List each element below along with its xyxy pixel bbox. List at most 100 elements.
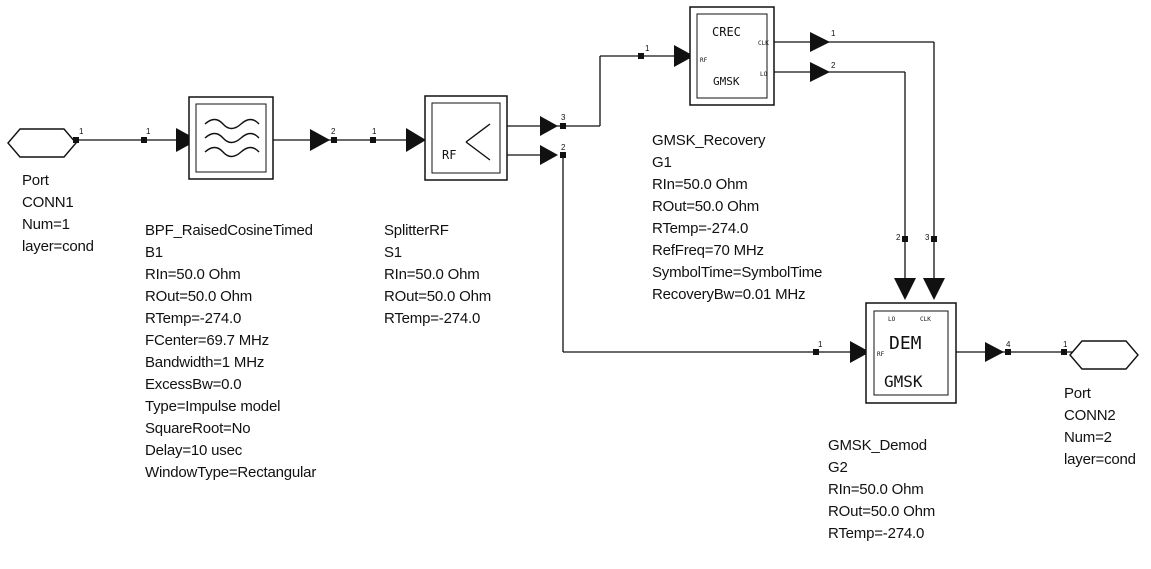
label-line: B1 [145, 244, 163, 261]
port-conn2-symbol[interactable] [1069, 340, 1139, 370]
label-line: GMSK_Demod [828, 437, 927, 454]
pin-node [1061, 349, 1067, 355]
label-line: WindowType=Rectangular [145, 464, 317, 481]
pin-node [813, 349, 819, 355]
pin-node [1005, 349, 1011, 355]
filter-wave-icon [204, 118, 260, 130]
splitter-block[interactable] [424, 95, 508, 181]
label-line: CONN1 [22, 194, 74, 211]
demod-pin-rf: RF [877, 351, 885, 358]
output-arrow [310, 129, 330, 151]
label-line: FCenter=69.7 MHz [145, 332, 269, 349]
pin-node [370, 137, 376, 143]
label-line: Bandwidth=1 MHz [145, 354, 265, 371]
pin-number: 1 [1063, 340, 1068, 349]
pin-node [73, 137, 79, 143]
recovery-symbol-top: CREC [712, 25, 741, 39]
pin-node [560, 123, 566, 129]
input-arrow [923, 278, 945, 300]
label-line: RIn=50.0 Ohm [145, 266, 241, 283]
input-arrow [406, 128, 426, 152]
splitter-label: SplitterRF S1 RIn=50.0 Ohm ROut=50.0 Ohm… [384, 220, 491, 330]
label-line: layer=cond [22, 238, 94, 255]
port-conn1-symbol[interactable] [7, 128, 77, 158]
label-line: ExcessBw=0.0 [145, 376, 242, 393]
port-conn1-label: Port CONN1 Num=1 layer=cond [22, 170, 94, 258]
label-line: CONN2 [1064, 407, 1116, 424]
pin-node [902, 236, 908, 242]
pin-number: 2 [896, 233, 901, 242]
filter-wave-icon [204, 146, 260, 158]
filter-wave-icon [204, 132, 260, 144]
gmsk-recovery-block[interactable] [689, 6, 775, 106]
recovery-pin-clk: CLK [758, 40, 769, 47]
pin-node [638, 53, 644, 59]
label-line: RefFreq=70 MHz [652, 242, 764, 259]
pin-number: 2 [561, 143, 566, 152]
label-line: Delay=10 usec [145, 442, 243, 459]
splitter-fork-icon [465, 123, 491, 161]
gmsk-recovery-block-inner [696, 13, 768, 99]
gmsk-demod-block-inner [873, 310, 949, 396]
pin-number: 1 [372, 127, 377, 136]
demod-symbol-top: DEM [889, 333, 922, 354]
label-line: RIn=50.0 Ohm [828, 481, 924, 498]
label-line: RecoveryBw=0.01 MHz [652, 286, 806, 303]
label-line: ROut=50.0 Ohm [384, 288, 492, 305]
label-line: G1 [652, 154, 672, 171]
port-conn2-label: Port CONN2 Num=2 layer=cond [1064, 383, 1136, 471]
pin-number: 1 [818, 340, 823, 349]
label-line: RTemp=-274.0 [384, 310, 481, 327]
label-line: Num=1 [22, 216, 70, 233]
label-line: Port [1064, 385, 1091, 402]
recovery-symbol-bottom: GMSK [713, 75, 740, 88]
label-line: GMSK_Recovery [652, 132, 766, 149]
pin-node [141, 137, 147, 143]
gmsk-demod-label: GMSK_Demod G2 RIn=50.0 Ohm ROut=50.0 Ohm… [828, 435, 935, 545]
label-line: RIn=50.0 Ohm [652, 176, 748, 193]
label-line: Type=Impulse model [145, 398, 281, 415]
pin-number: 1 [79, 127, 84, 136]
label-line: ROut=50.0 Ohm [145, 288, 253, 305]
input-arrow [674, 45, 694, 67]
pin-number: 1 [146, 127, 151, 136]
label-line: S1 [384, 244, 402, 261]
gmsk-demod-block[interactable] [865, 302, 957, 404]
pin-number: 2 [331, 127, 336, 136]
demod-symbol-bottom: GMSK [884, 372, 923, 391]
splitter-block-inner [431, 102, 501, 174]
pin-number: 4 [1006, 340, 1011, 349]
gmsk-recovery-label: GMSK_Recovery G1 RIn=50.0 Ohm ROut=50.0 … [652, 130, 822, 306]
output-arrow [810, 32, 830, 52]
pin-node [931, 236, 937, 242]
recovery-pin-lo: LO [760, 71, 768, 78]
input-arrow [894, 278, 916, 300]
recovery-pin-rf: RF [700, 57, 708, 64]
splitter-symbol-text: RF [442, 148, 456, 162]
pin-number: 2 [831, 61, 836, 70]
label-line: SplitterRF [384, 222, 449, 239]
output-arrow [985, 342, 1004, 362]
input-arrow [176, 128, 198, 152]
pin-number: 3 [925, 233, 930, 242]
label-line: ROut=50.0 Ohm [652, 198, 760, 215]
label-line: layer=cond [1064, 451, 1136, 468]
label-line: Num=2 [1064, 429, 1112, 446]
bpf-label: BPF_RaisedCosineTimed B1 RIn=50.0 Ohm RO… [145, 220, 316, 484]
pin-number: 1 [831, 29, 836, 38]
label-line: BPF_RaisedCosineTimed [145, 222, 313, 239]
label-line: Port [22, 172, 49, 189]
label-line: SquareRoot=No [145, 420, 251, 437]
label-line: RTemp=-274.0 [828, 525, 925, 542]
output-arrow [540, 116, 558, 136]
demod-pin-lo: LO [888, 316, 896, 323]
bpf-block-inner [195, 103, 267, 173]
output-arrow [810, 62, 830, 82]
input-arrow [850, 341, 870, 363]
output-arrow [540, 145, 558, 165]
bpf-block[interactable] [188, 96, 274, 180]
label-line: RIn=50.0 Ohm [384, 266, 480, 283]
demod-pin-clk: CLK [920, 316, 931, 323]
